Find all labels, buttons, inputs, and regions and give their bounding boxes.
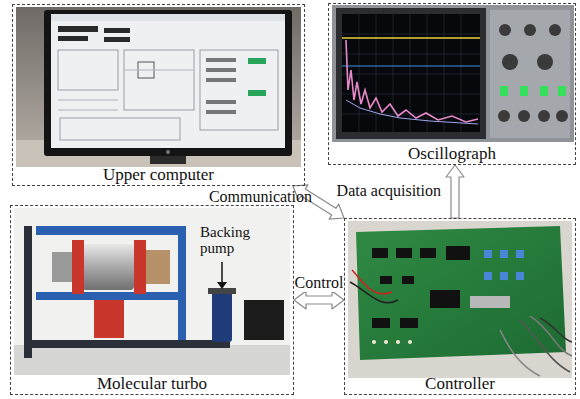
hollow-arrow: [446, 165, 464, 218]
oscilloscope-photo: [332, 5, 574, 142]
computer-photo: [16, 7, 301, 167]
edge-label: Control: [294, 274, 345, 292]
turbo-rig-photo: [14, 208, 290, 375]
edge-label: Data acquisition: [337, 182, 441, 200]
photo-panel: Molecular turbo: [10, 205, 294, 395]
edge-label: Communication: [209, 188, 312, 206]
panel-caption: Controller: [345, 375, 575, 393]
panel-caption: Molecular turbo: [11, 375, 293, 393]
hollow-arrow: [294, 291, 344, 309]
part-label: Backing pump: [200, 224, 262, 256]
panel-caption: Oscillograph: [329, 145, 575, 163]
panel-caption: Upper computer: [13, 166, 304, 184]
controller-photo: [348, 221, 572, 378]
photo-panel: Controller: [344, 218, 576, 395]
photo-panel: Oscillograph: [328, 3, 576, 165]
photo-panel: Upper computer: [12, 4, 305, 186]
